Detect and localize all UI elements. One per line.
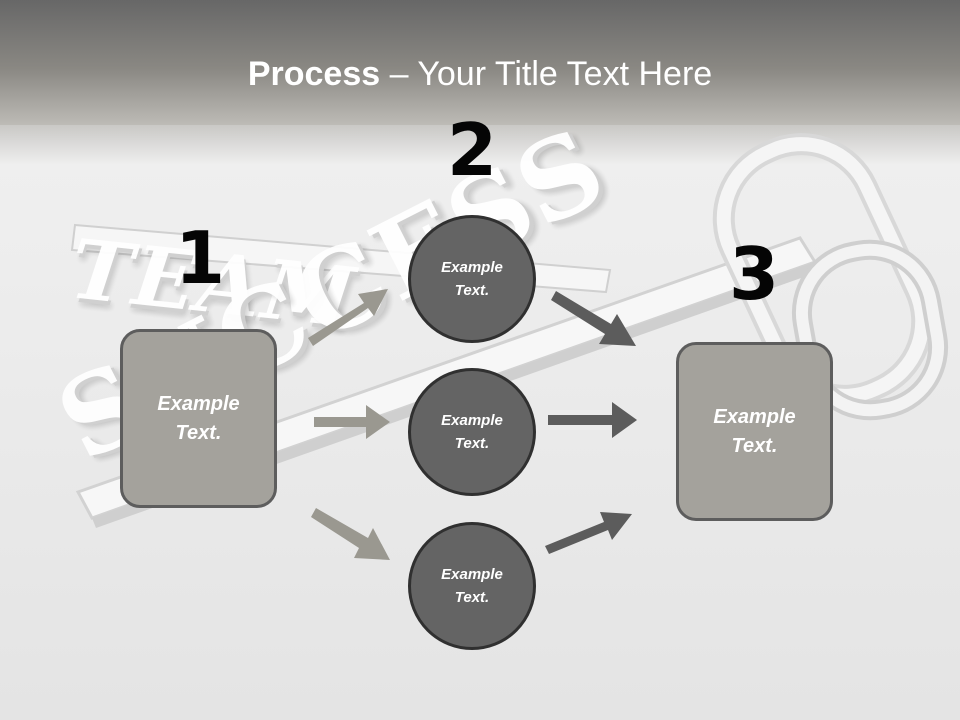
title-rest: – Your Title Text Here [380, 55, 713, 93]
step-number-2: 2 [446, 108, 498, 192]
process-circle-bottom: Example Text. [408, 522, 536, 650]
slide-title: Process – Your Title Text Here [0, 52, 960, 96]
process-circle-top: Example Text. [408, 215, 536, 343]
header-band [0, 0, 960, 125]
process-circle-middle: Example Text. [408, 368, 536, 496]
title-bold: Process [247, 55, 381, 93]
process-box-left: Example Text. [120, 329, 277, 508]
step-number-1: 1 [174, 216, 226, 300]
process-box-right: Example Text. [676, 342, 833, 521]
step-number-3: 3 [728, 232, 780, 316]
